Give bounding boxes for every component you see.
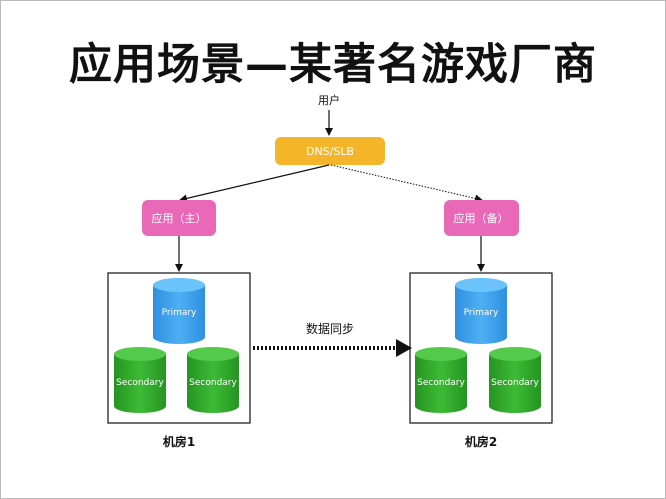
room1-box	[107, 272, 251, 424]
room1-secondary-b-label: Secondary	[189, 378, 237, 388]
room1-primary-label: Primary	[162, 308, 197, 318]
user-label: 用户	[318, 93, 340, 107]
room1-secondary-a-db: Secondary	[114, 347, 166, 413]
dns-slb-label: DNS/SLB	[306, 145, 354, 158]
slide-title: 应用场景—某著名游戏厂商	[69, 40, 597, 90]
app-backup-label: 应用（备）	[454, 211, 509, 225]
dns-to-app-primary-arrow	[179, 164, 330, 203]
room2-secondary-b-label: Secondary	[491, 378, 539, 388]
sync-arrow-head	[396, 339, 412, 357]
app-primary-label: 应用（主）	[152, 211, 207, 225]
room1-label: 机房1	[163, 434, 195, 449]
room1-primary-db: Primary	[153, 278, 205, 344]
dns-slb-node: DNS/SLB	[275, 137, 385, 165]
room2-label: 机房2	[465, 434, 497, 449]
room2-primary-db: Primary	[455, 278, 507, 344]
app-backup-node: 应用（备）	[444, 200, 519, 236]
room1-secondary-a-label: Secondary	[116, 378, 164, 388]
room2-primary-label: Primary	[464, 308, 499, 318]
sync-label: 数据同步	[306, 321, 354, 336]
dns-to-app-backup-arrow	[330, 164, 483, 203]
room1-secondary-b-db: Secondary	[187, 347, 239, 413]
room2-secondary-a-label: Secondary	[417, 378, 465, 388]
room2-secondary-b-db: Secondary	[489, 347, 541, 413]
room2-secondary-a-db: Secondary	[415, 347, 467, 413]
app-primary-node: 应用（主）	[142, 200, 216, 236]
